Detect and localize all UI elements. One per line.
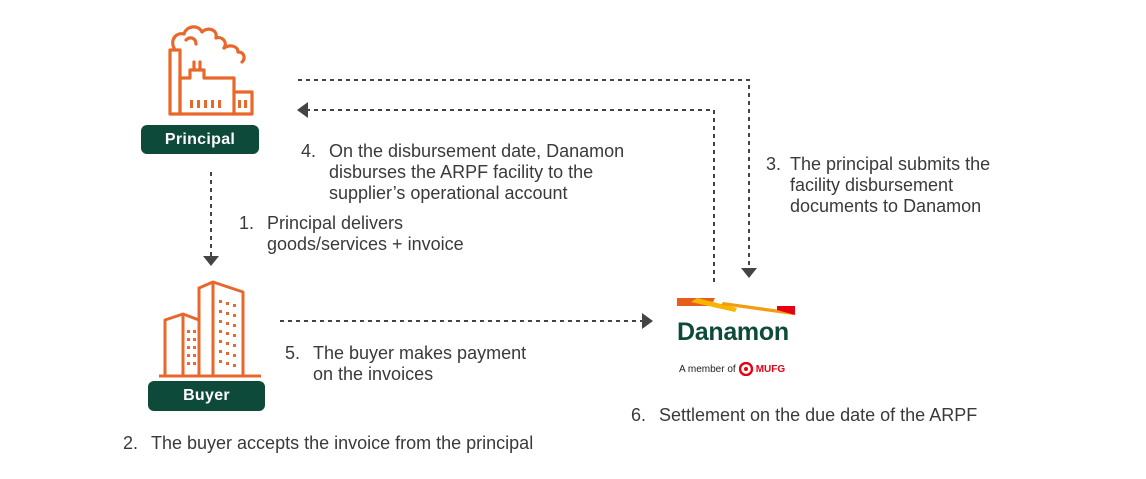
mufg-icon <box>738 362 753 376</box>
step-text: The buyer accepts the invoice from the p… <box>151 433 534 453</box>
step-text: Principal delivers goods/services + invo… <box>267 213 464 254</box>
step-6: 6. Settlement on the due date of the ARP… <box>631 405 977 426</box>
arrowhead-danamon-left <box>642 313 653 329</box>
buyer-badge: Buyer <box>148 381 265 411</box>
step-text: On the disbursement date, Danamon disbur… <box>329 141 625 203</box>
step-2: 2. The buyer accepts the invoice from th… <box>123 433 533 454</box>
principal-badge: Principal <box>141 125 259 154</box>
mufg-membership: A member of MUFG <box>679 362 785 376</box>
arrow-principal-to-danamon <box>298 79 750 268</box>
danamon-wordmark: Danamon <box>677 318 789 346</box>
step-number: 2. <box>123 433 139 453</box>
arrowhead-danamon-top <box>741 268 757 278</box>
arrow-danamon-to-principal <box>308 109 715 282</box>
office-buildings-icon <box>159 280 261 378</box>
arrowhead-principal <box>297 102 308 118</box>
step-number: 5. <box>285 343 301 363</box>
step-text: The principal submits the facility disbu… <box>790 154 991 216</box>
step-number: 6. <box>631 405 647 425</box>
step-number: 1. <box>239 213 255 233</box>
step-text: Settlement on the due date of the ARPF <box>659 405 978 425</box>
step-5: 5. The buyer makes payment on the invoic… <box>285 343 526 385</box>
step-4: 4. On the disbursement date, Danamon dis… <box>301 141 624 204</box>
factory-icon <box>168 25 254 116</box>
step-3: 3. The principal submits the facility di… <box>766 154 990 217</box>
arrowhead-buyer <box>203 256 219 266</box>
member-group: MUFG <box>755 363 786 375</box>
step-1: 1. Principal delivers goods/services + i… <box>239 213 464 255</box>
danamon-logo-mark <box>677 298 795 315</box>
step-text: The buyer makes payment on the invoices <box>313 343 527 384</box>
member-prefix: A member of <box>679 363 736 375</box>
step-number: 4. <box>301 141 317 161</box>
step-number: 3. <box>766 154 782 174</box>
